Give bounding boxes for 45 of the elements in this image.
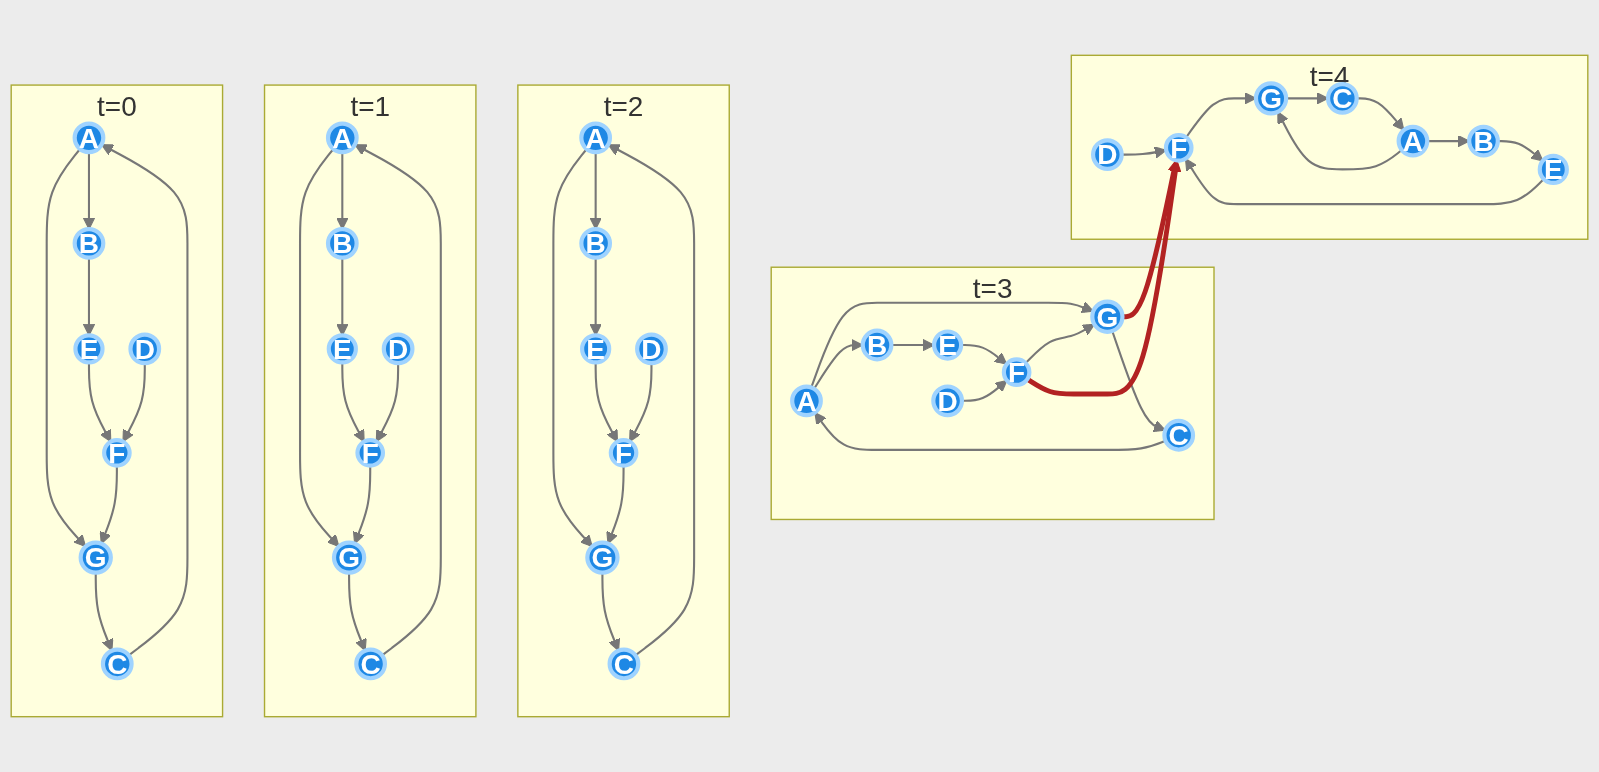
- node-circle: D: [381, 332, 415, 366]
- node-circle: A: [72, 121, 106, 155]
- arrow: [1026, 159, 1182, 397]
- node-circle: B: [325, 226, 359, 260]
- arrow: [1024, 323, 1095, 364]
- node-circle: G: [331, 540, 367, 575]
- node-circle: C: [1162, 418, 1196, 452]
- node-circle: D: [128, 332, 162, 366]
- node-circle: F: [102, 438, 132, 468]
- node-circle: G: [1253, 81, 1289, 116]
- node-circle: E: [73, 333, 105, 365]
- node-circle: B: [579, 226, 613, 260]
- node-circle: A: [790, 384, 823, 418]
- node-circle: B: [1467, 124, 1500, 158]
- node-circle: D: [931, 384, 964, 418]
- node-circle: F: [608, 438, 639, 468]
- node-circle: E: [932, 329, 964, 361]
- node-circle: C: [100, 647, 134, 681]
- node-circle: G: [1090, 299, 1125, 334]
- node-circle: D: [635, 332, 668, 366]
- arrow: [814, 411, 1166, 451]
- arrow: [961, 343, 1008, 365]
- node-circle: D: [1091, 138, 1124, 172]
- node-circle: F: [1163, 133, 1194, 163]
- node-circle: F: [355, 438, 386, 468]
- node-circle: C: [354, 647, 387, 681]
- arrow: [45, 148, 87, 548]
- node-circle: G: [585, 540, 620, 575]
- node-circle: F: [1001, 357, 1032, 388]
- node-circle: E: [580, 333, 612, 365]
- node-circle: E: [326, 333, 358, 365]
- arrow: [813, 338, 864, 390]
- arrow: [299, 148, 340, 548]
- node-circle: A: [579, 121, 613, 155]
- node-circle: A: [1396, 124, 1430, 158]
- node-circle: B: [860, 328, 894, 362]
- node-circle: A: [325, 121, 359, 155]
- arrow: [1184, 158, 1545, 206]
- node-circle: E: [1537, 153, 1569, 185]
- node-circle: B: [72, 226, 106, 260]
- arrow: [1277, 111, 1403, 171]
- node-circle: C: [1326, 81, 1359, 115]
- node-circle: G: [78, 540, 113, 575]
- arrow: [552, 148, 593, 548]
- node-circle: C: [607, 647, 641, 681]
